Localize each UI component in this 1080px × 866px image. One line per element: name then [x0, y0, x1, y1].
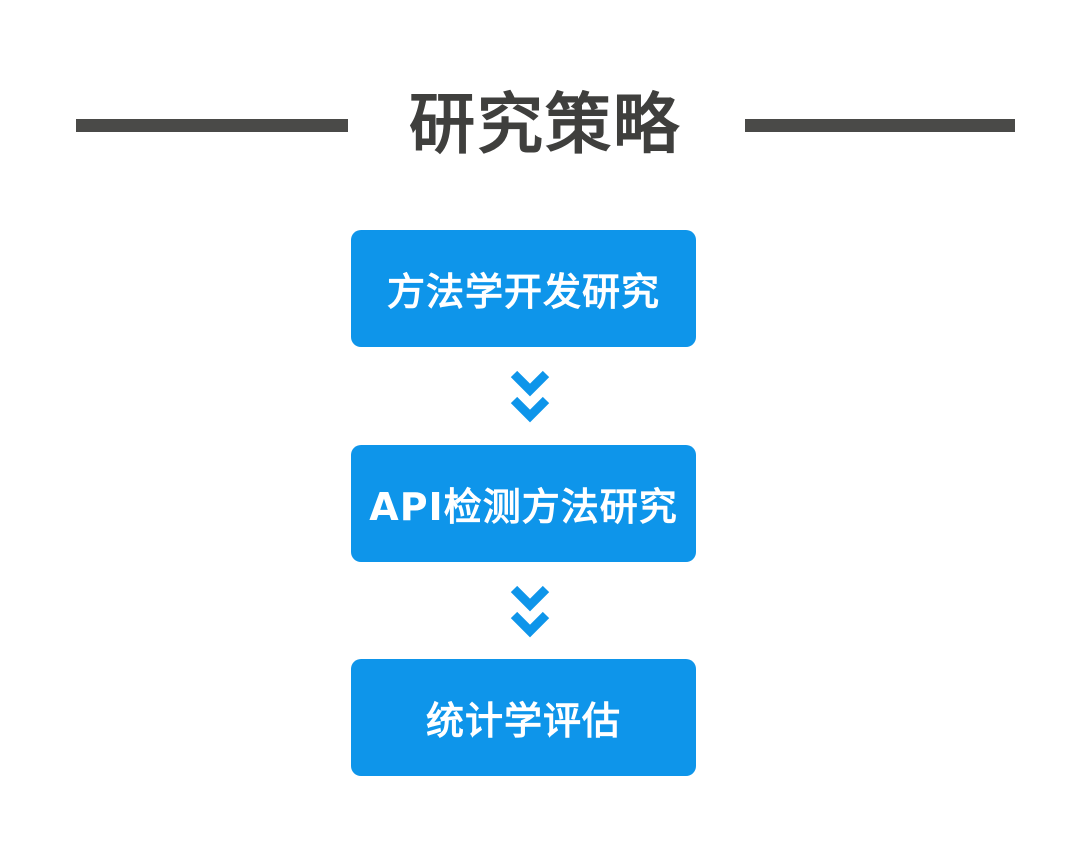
double-chevron-down-icon — [510, 370, 550, 423]
step-box-api-detection-method: API检测方法研究 — [351, 445, 696, 562]
page-title: 研究策略 — [409, 86, 681, 163]
title-row: 研究策略 — [0, 80, 1080, 170]
double-chevron-down-icon — [510, 585, 550, 638]
step-box-methodology-development: 方法学开发研究 — [351, 230, 696, 347]
step-box-statistical-evaluation: 统计学评估 — [351, 659, 696, 776]
title-divider-left — [76, 119, 348, 132]
title-divider-right — [745, 119, 1015, 132]
